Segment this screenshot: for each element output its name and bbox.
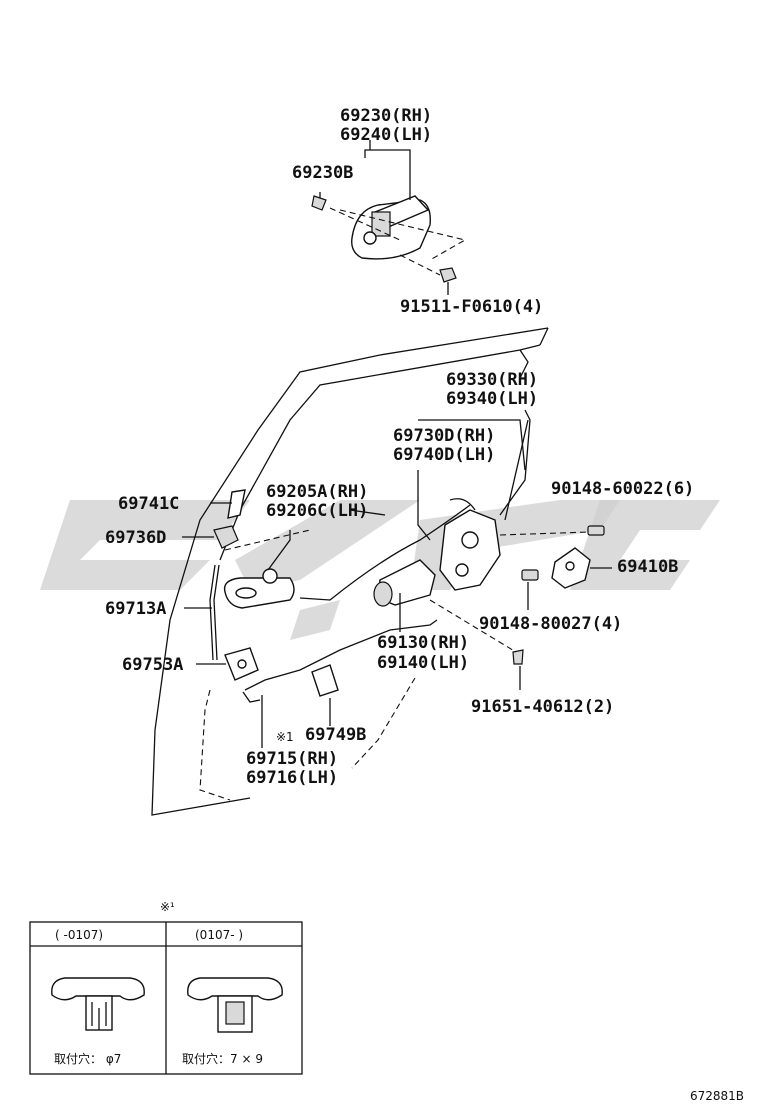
lock-rod bbox=[499, 409, 531, 516]
screw-icon bbox=[587, 525, 605, 536]
clip-type-b-icon bbox=[187, 977, 283, 1033]
detail-col2-header: (0107- ) bbox=[195, 928, 243, 942]
clip-icon bbox=[512, 649, 524, 665]
rod-holder-icon bbox=[224, 647, 259, 681]
handle-body-icon bbox=[371, 211, 391, 237]
callout-69240-lh: 69240(LH) bbox=[340, 125, 432, 145]
handle-cap-icon bbox=[311, 195, 327, 211]
callout-69340-lh: 69340(LH) bbox=[446, 389, 538, 409]
callout-90148-80027: 90148-80027(4) bbox=[479, 614, 622, 634]
callout-69230b: 69230B bbox=[292, 163, 353, 183]
door-outline bbox=[151, 327, 549, 816]
knob-bezel-icon bbox=[227, 489, 246, 519]
callout-69410b: 69410B bbox=[617, 557, 678, 577]
callout-69205a-rh: 69205A(RH) bbox=[266, 482, 368, 502]
detail-note-mark: ※¹ bbox=[160, 900, 175, 914]
callout-69716-lh: 69716(LH) bbox=[246, 768, 338, 788]
detail-col2-caption: 取付穴：7 × 9 bbox=[182, 1051, 263, 1066]
lock-cable bbox=[299, 504, 471, 601]
outside-handle bbox=[351, 140, 431, 260]
callout-69130-rh: 69130(RH) bbox=[377, 633, 469, 653]
callout-69206c-lh: 69206C(LH) bbox=[266, 501, 368, 521]
callout-69713a: 69713A bbox=[105, 599, 166, 619]
door-lock-assembly bbox=[439, 498, 501, 591]
callout-69730d-rh: 69730D(RH) bbox=[393, 426, 495, 446]
drawing-number: 672881B bbox=[690, 1089, 744, 1103]
callout-69749b: 69749B bbox=[305, 725, 366, 745]
detail-col1-header: ( -0107) bbox=[55, 928, 103, 942]
knob-clip-icon bbox=[213, 525, 239, 549]
vertical-rod bbox=[209, 564, 216, 661]
callout-69753a: 69753A bbox=[122, 655, 183, 675]
clip-type-a-icon bbox=[51, 977, 145, 1031]
detail-table: ※¹ ( -0107) (0107- ) 取付穴： φ7 取付穴：7 × 9 bbox=[29, 900, 303, 1075]
callout-69741c: 69741C bbox=[118, 494, 179, 514]
callout-69740d-lh: 69740D(LH) bbox=[393, 445, 495, 465]
callout-69330-rh: 69330(RH) bbox=[446, 370, 538, 390]
callout-91511-f0610: 91511-F0610(4) bbox=[400, 297, 543, 317]
callout-90148-60022: 90148-60022(6) bbox=[551, 479, 694, 499]
striker-icon bbox=[551, 547, 591, 589]
inside-handle bbox=[223, 568, 295, 609]
callout-69736d: 69736D bbox=[105, 528, 166, 548]
rod-clip-icon bbox=[311, 664, 339, 697]
link-rod bbox=[244, 619, 438, 691]
callout-69230-rh: 69230(RH) bbox=[340, 106, 432, 126]
handle-bolt-icon bbox=[439, 267, 457, 295]
bolt-icon bbox=[521, 569, 539, 581]
callout-91651-40612: 91651-40612(2) bbox=[471, 697, 614, 717]
note-mark: ※1 bbox=[276, 730, 294, 744]
lock-actuator-icon bbox=[373, 559, 436, 607]
detail-col1-caption: 取付穴： φ7 bbox=[54, 1051, 121, 1066]
callout-69715-rh: 69715(RH) bbox=[246, 749, 338, 769]
callout-69140-lh: 69140(LH) bbox=[377, 653, 469, 673]
